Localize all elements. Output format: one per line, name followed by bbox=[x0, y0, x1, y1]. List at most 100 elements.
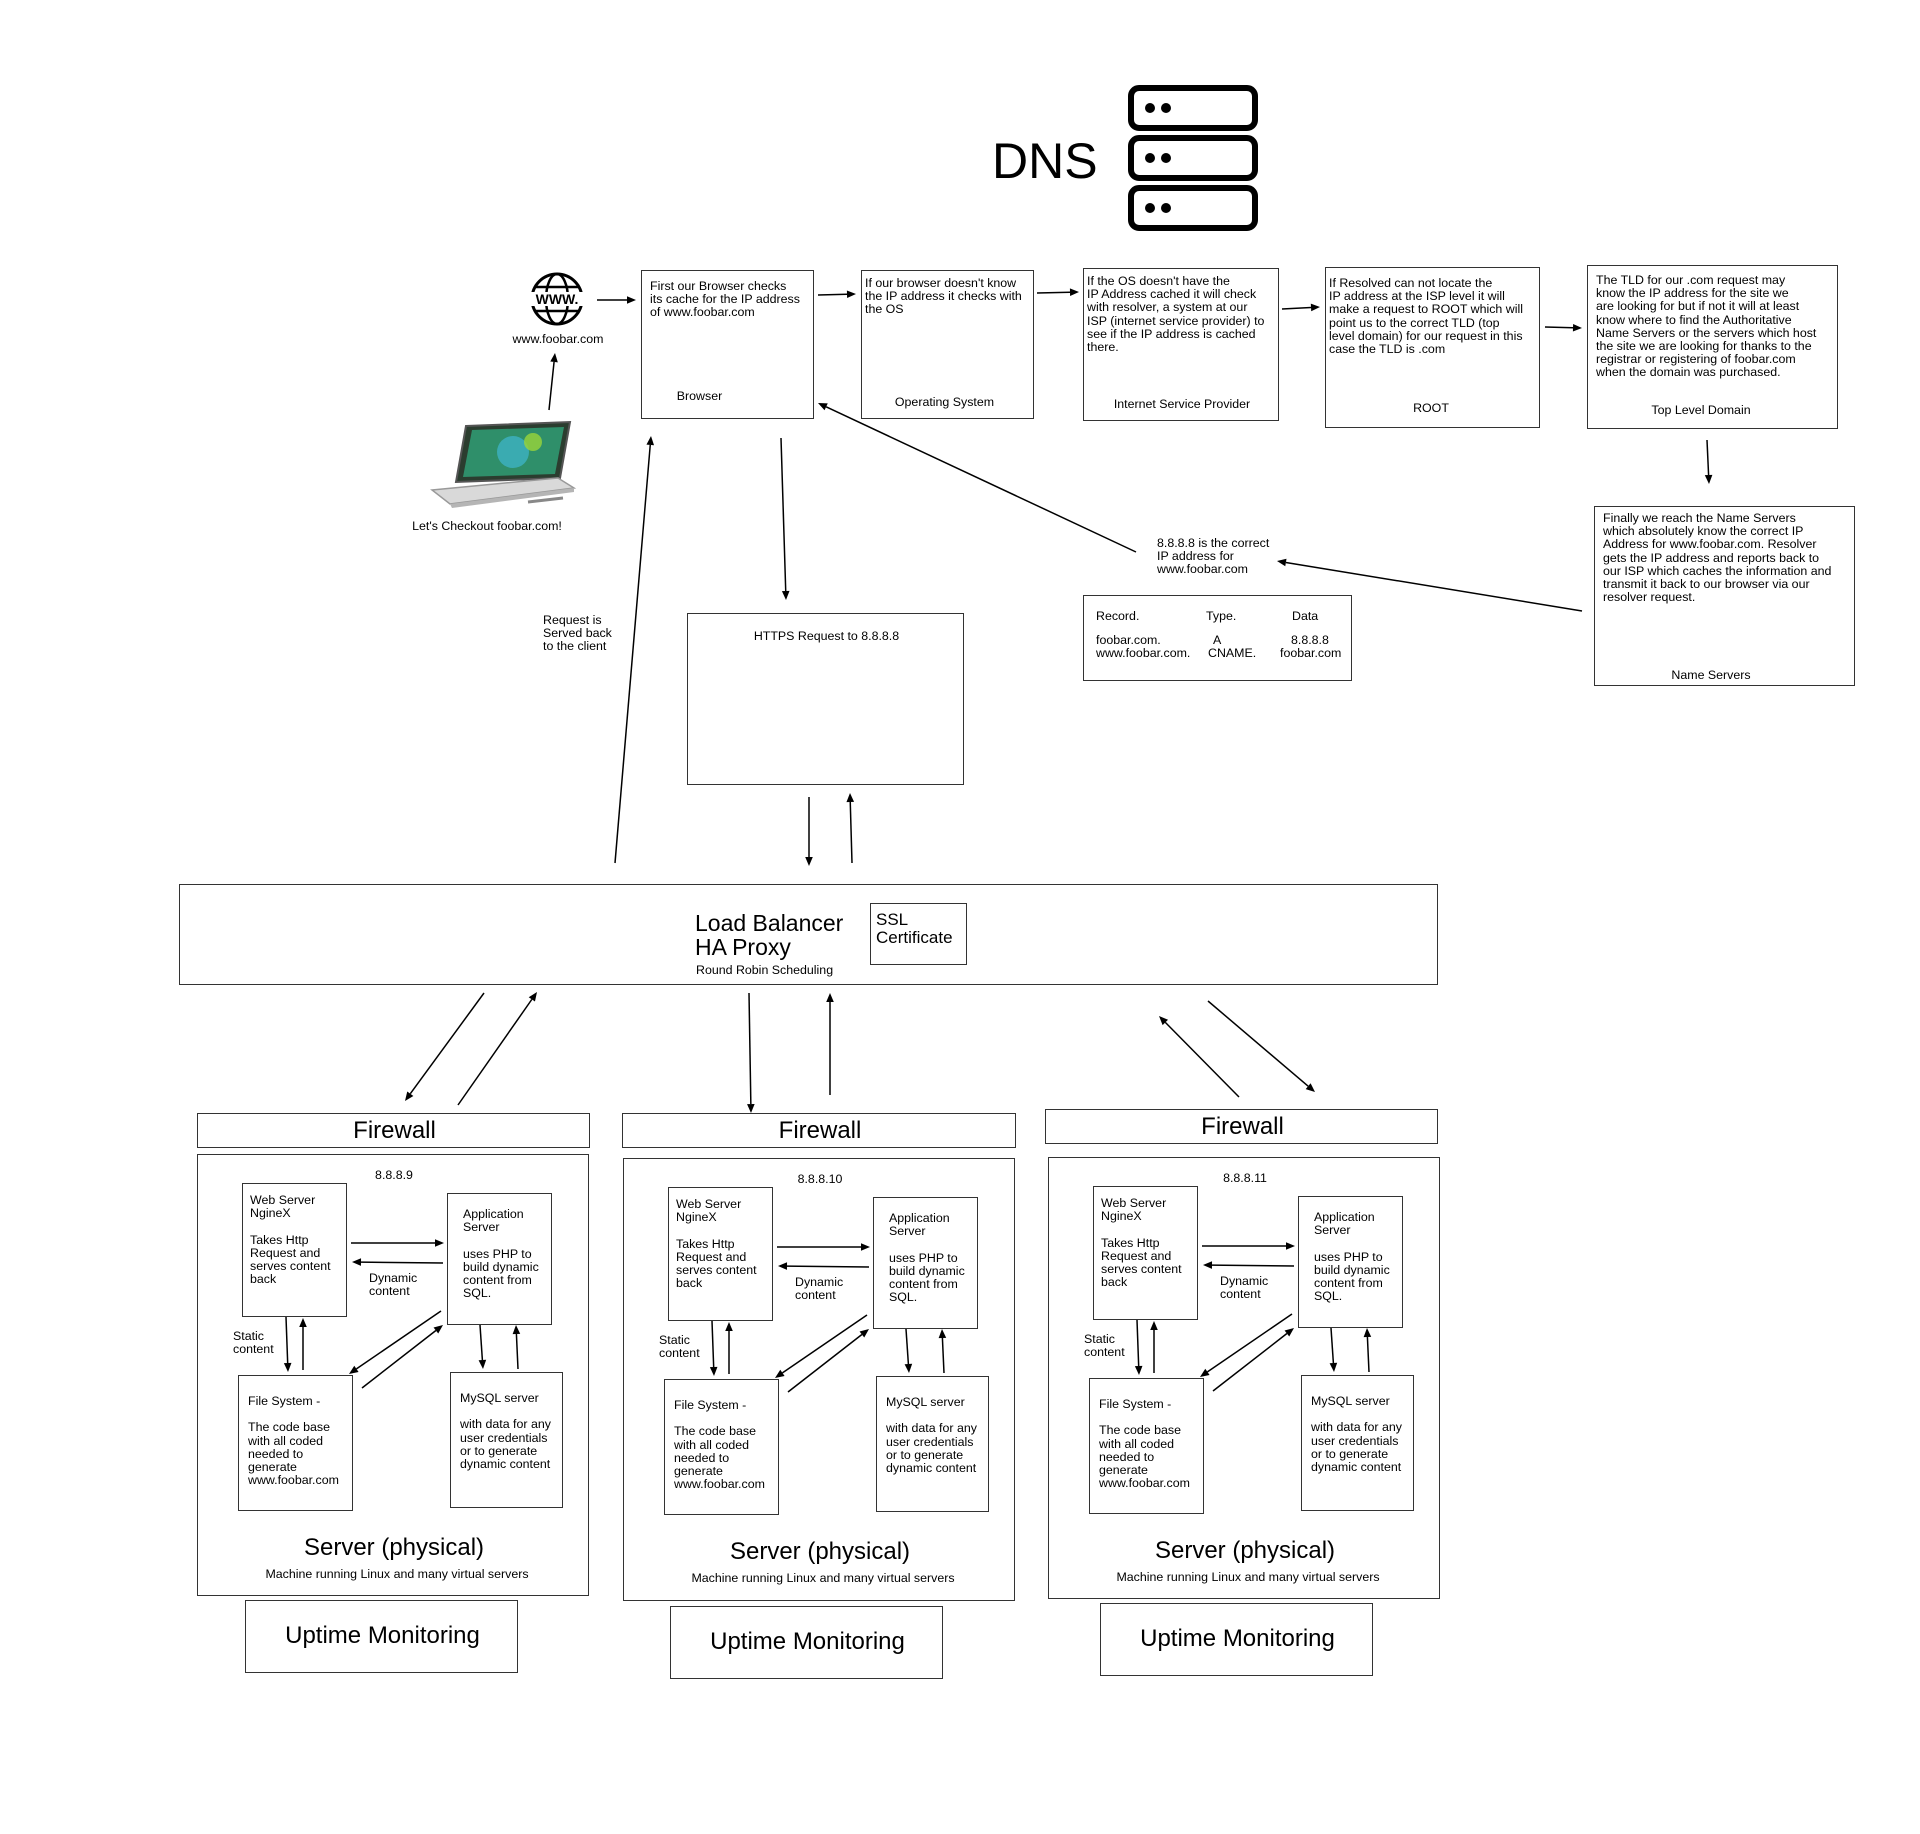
name-servers-label: Name Servers bbox=[1671, 668, 1751, 682]
arrow-head bbox=[1305, 1083, 1315, 1092]
arrow-line bbox=[787, 1333, 863, 1393]
web-server-box: Web Server NgineX Takes Http Request and… bbox=[1093, 1186, 1198, 1320]
arrow-line bbox=[817, 293, 848, 296]
arrow-head bbox=[1069, 288, 1079, 297]
isp-label: Internet Service Provider bbox=[1113, 397, 1251, 411]
server-subtitle: Machine running Linux and many virtual s… bbox=[691, 1571, 955, 1585]
file-system-text: File System - The code base with all cod… bbox=[1099, 1397, 1190, 1491]
arrow-line bbox=[1285, 561, 1583, 612]
arrow-head bbox=[528, 992, 537, 1002]
arrow-line bbox=[782, 1314, 868, 1374]
server-subtitle: Machine running Linux and many virtual s… bbox=[265, 1567, 529, 1581]
arrow-line bbox=[1330, 1327, 1335, 1364]
answer-note: 8.8.8.8 is the correct IP address for ww… bbox=[1157, 536, 1270, 577]
arrow-head bbox=[747, 1103, 755, 1113]
arrow-head bbox=[1159, 1016, 1169, 1026]
arrow-line bbox=[515, 1333, 519, 1370]
root-label: ROOT bbox=[1413, 401, 1449, 415]
record-header: Record. bbox=[1096, 609, 1140, 623]
uptime-monitoring-box: Uptime Monitoring bbox=[670, 1606, 943, 1679]
arrow-line bbox=[361, 1329, 437, 1389]
firewall-label: Firewall bbox=[1201, 1113, 1284, 1140]
laptop-caption: Let's Checkout foobar.com! bbox=[412, 519, 562, 533]
arrow-head bbox=[352, 1258, 362, 1266]
https-request-label: HTTPS Request to 8.8.8.8 bbox=[753, 629, 900, 643]
application-server-text: Application Server uses PHP to build dyn… bbox=[889, 1211, 965, 1305]
arrow-line bbox=[905, 1328, 910, 1365]
arrow-head bbox=[512, 1325, 521, 1335]
arrow-line bbox=[748, 992, 752, 1105]
browser-label: Browser bbox=[676, 389, 723, 403]
arrow-head bbox=[1363, 1328, 1372, 1338]
website-label[interactable]: www.foobar.com bbox=[512, 332, 604, 346]
arrow-head bbox=[818, 403, 828, 411]
ssl-certificate-box: SSL Certificate bbox=[870, 903, 967, 965]
arrow-line bbox=[711, 1320, 715, 1368]
server-rack-icon bbox=[1128, 84, 1258, 234]
browser-desc: First our Browser checks its cache for t… bbox=[650, 279, 800, 320]
browser-box: First our Browser checks its cache for t… bbox=[641, 270, 814, 419]
arrow-head bbox=[1150, 1321, 1158, 1330]
type-cell: A bbox=[1213, 633, 1222, 647]
physical-server-box: 8.8.8.9 Web Server NgineX Takes Http Req… bbox=[197, 1154, 589, 1596]
arrow-head bbox=[826, 993, 834, 1002]
uptime-monitoring-label: Uptime Monitoring bbox=[285, 1622, 480, 1649]
arrow-line bbox=[409, 992, 485, 1095]
arrow-head bbox=[1286, 1242, 1295, 1250]
arrow-head bbox=[1704, 474, 1713, 484]
uptime-monitoring-box: Uptime Monitoring bbox=[245, 1600, 518, 1673]
arrow-head bbox=[846, 290, 856, 299]
application-server-box: Application Server uses PHP to build dyn… bbox=[873, 1197, 978, 1329]
server-title: Server (physical) bbox=[729, 1538, 911, 1565]
tld-label: Top Level Domain bbox=[1651, 403, 1751, 417]
server-title: Server (physical) bbox=[303, 1534, 485, 1561]
arrow-line bbox=[780, 437, 787, 592]
mysql-server-box: MySQL server with data for any user cred… bbox=[1301, 1375, 1414, 1511]
firewall-label: Firewall bbox=[778, 1117, 862, 1144]
arrow-head bbox=[627, 296, 636, 304]
physical-server-box: 8.8.8.11 Web Server NgineX Takes Http Re… bbox=[1048, 1157, 1440, 1599]
server-ip: 8.8.8.11 bbox=[1223, 1171, 1267, 1185]
arrow-line bbox=[1036, 291, 1071, 294]
arrow-line bbox=[1207, 1000, 1309, 1087]
mysql-server-box: MySQL server with data for any user cred… bbox=[876, 1376, 989, 1512]
arrow-head bbox=[478, 1359, 487, 1369]
uptime-monitoring-label: Uptime Monitoring bbox=[710, 1628, 905, 1655]
os-label: Operating System bbox=[894, 395, 995, 409]
mysql-server-text: MySQL server with data for any user cred… bbox=[460, 1391, 551, 1472]
os-desc: If our browser doesn't know the IP addre… bbox=[865, 276, 1022, 317]
arrow-head bbox=[646, 436, 655, 446]
arrow-line bbox=[457, 998, 533, 1106]
dns-record-table: Record. Type. Data foobar.com. A 8.8.8.8… bbox=[1083, 595, 1352, 681]
arrow-line bbox=[356, 1310, 442, 1370]
arrow-head bbox=[1329, 1362, 1338, 1372]
data-header: Data bbox=[1292, 609, 1319, 623]
arrow-head bbox=[1277, 558, 1287, 567]
arrow-line bbox=[1366, 1336, 1370, 1373]
arrow-head bbox=[805, 857, 813, 866]
load-balancer-subtitle: Round Robin Scheduling bbox=[696, 963, 834, 977]
arrow-line bbox=[1207, 1313, 1293, 1373]
arrow-head bbox=[550, 353, 558, 363]
application-server-text: Application Server uses PHP to build dyn… bbox=[1314, 1210, 1390, 1304]
arrow-line bbox=[1164, 1021, 1240, 1098]
os-box: If our browser doesn't know the IP addre… bbox=[861, 270, 1034, 419]
https-request-box: HTTPS Request to 8.8.8.8 bbox=[687, 613, 964, 785]
arrow-head bbox=[299, 1318, 307, 1327]
record-cell: www.foobar.com. bbox=[1096, 646, 1191, 660]
uptime-monitoring-label: Uptime Monitoring bbox=[1140, 1625, 1335, 1652]
web-server-text: Web Server NgineX Takes Http Request and… bbox=[250, 1193, 331, 1287]
server-title: Server (physical) bbox=[1154, 1537, 1336, 1564]
arrow-head bbox=[349, 1365, 359, 1374]
arrow-head bbox=[433, 1325, 443, 1334]
web-server-box: Web Server NgineX Takes Http Request and… bbox=[668, 1187, 773, 1321]
firewall-box: Firewall bbox=[1045, 1109, 1438, 1144]
arrow-line bbox=[614, 444, 651, 864]
web-server-text: Web Server NgineX Takes Http Request and… bbox=[1101, 1196, 1182, 1290]
laptop-icon bbox=[428, 418, 578, 510]
firewall-label: Firewall bbox=[353, 1117, 436, 1144]
mysql-server-text: MySQL server with data for any user cred… bbox=[1311, 1394, 1402, 1475]
arrow-line bbox=[360, 1261, 444, 1264]
file-system-text: File System - The code base with all cod… bbox=[674, 1398, 765, 1492]
